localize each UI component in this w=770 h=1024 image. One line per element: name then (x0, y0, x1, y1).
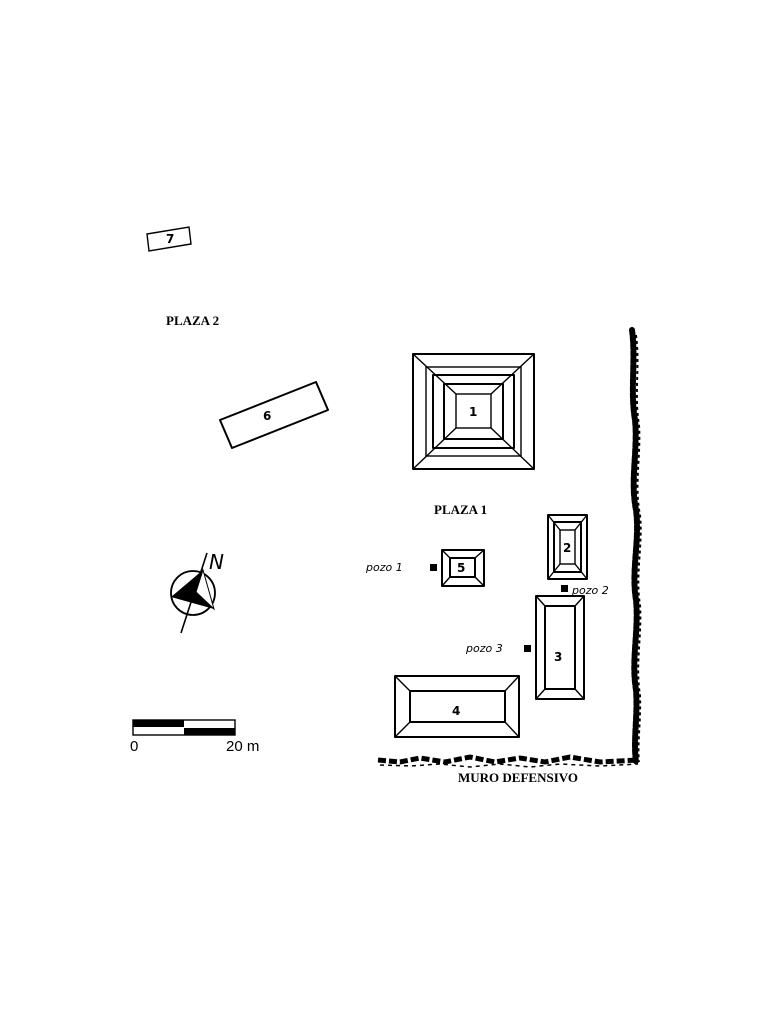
plaza-2-label: PLAZA 2 (166, 313, 219, 328)
scale-end-label: 20 m (226, 738, 259, 755)
structure-3-label: 3 (554, 650, 562, 664)
structure-2: 2 (547, 514, 588, 580)
test-pit-2: pozo 2 (561, 584, 609, 597)
structure-7-label: 7 (166, 232, 174, 246)
defensive-wall (377, 327, 642, 768)
structure-5-label: 5 (457, 561, 465, 575)
defensive-wall-label: MURO DEFENSIVO (458, 770, 578, 785)
structure-1: 1 (412, 353, 535, 470)
structure-4: 4 (394, 675, 520, 738)
scale-bar: 0 20 m (130, 719, 259, 755)
structure-3: 3 (535, 595, 585, 700)
structure-7: 7 (146, 226, 192, 252)
pozo-2-marker (561, 585, 568, 592)
north-label: N (209, 550, 224, 574)
scale-start-label: 0 (130, 738, 138, 755)
structure-5: 5 (441, 549, 485, 587)
structure-1-label: 1 (469, 405, 477, 419)
pozo-1-marker (430, 564, 437, 571)
pozo-2-label: pozo 2 (571, 584, 609, 597)
structure-6: 6 (219, 381, 329, 449)
structure-6-label: 6 (263, 409, 271, 423)
north-arrow-icon: N (170, 550, 224, 634)
test-pit-3: pozo 3 (465, 642, 531, 655)
plaza-1-label: PLAZA 1 (434, 502, 487, 517)
pozo-1-label: pozo 1 (365, 561, 403, 574)
pozo-3-label: pozo 3 (465, 642, 503, 655)
test-pit-1: pozo 1 (365, 561, 437, 574)
structure-4-label: 4 (452, 704, 460, 718)
structure-2-label: 2 (563, 541, 571, 555)
pozo-3-marker (524, 645, 531, 652)
